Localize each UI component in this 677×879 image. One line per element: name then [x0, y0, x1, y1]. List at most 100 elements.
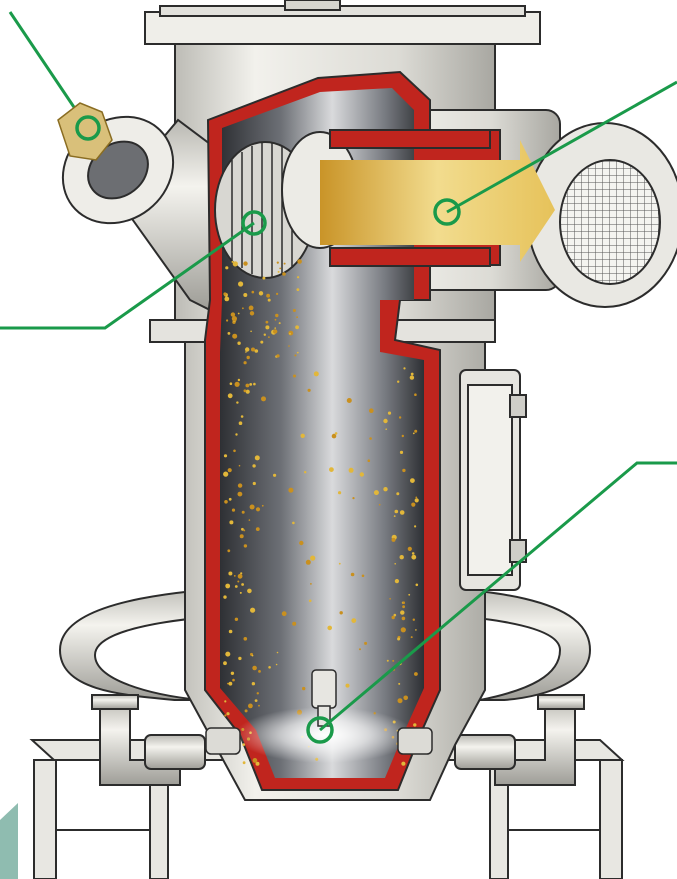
- feed-material-icon: [57, 102, 113, 161]
- powder-particle: [414, 525, 417, 528]
- powder-particle: [250, 330, 252, 333]
- powder-particle: [414, 429, 418, 433]
- powder-particle: [248, 519, 251, 521]
- powder-particle: [233, 575, 236, 577]
- powder-particle: [351, 618, 357, 623]
- powder-particle: [255, 761, 260, 766]
- callout-line-outlet: [446, 80, 677, 214]
- powder-particle: [249, 383, 253, 386]
- powder-particle: [242, 307, 244, 310]
- powder-particle: [401, 761, 406, 766]
- inspection-hatch: [459, 369, 527, 591]
- powder-particle: [233, 449, 236, 453]
- powder-particle: [234, 585, 238, 588]
- powder-particle: [387, 411, 392, 415]
- powder-particle: [243, 293, 248, 297]
- powder-particle: [327, 625, 333, 631]
- powder-particle: [410, 478, 415, 483]
- callout-markers[interactable]: [75, 115, 461, 744]
- powder-particle: [273, 329, 278, 334]
- powder-particle: [263, 333, 266, 336]
- powder-particle: [288, 345, 290, 347]
- powder-particle: [265, 320, 269, 324]
- powder-particle: [399, 555, 404, 560]
- powder-particle: [397, 637, 401, 641]
- material-feed-marker[interactable]: [75, 115, 101, 141]
- powder-particle: [403, 367, 406, 370]
- powder-particle: [261, 396, 266, 402]
- powder-particle: [248, 703, 253, 709]
- powder-particle: [391, 537, 396, 542]
- powder-particle: [237, 341, 241, 345]
- air-jet-marker[interactable]: [306, 716, 334, 744]
- powder-particle: [251, 682, 256, 686]
- powder-particle: [252, 464, 256, 468]
- powder-particle: [348, 467, 354, 473]
- powder-particle: [240, 415, 244, 418]
- powder-particle: [394, 563, 397, 565]
- powder-particle: [228, 571, 233, 576]
- powder-particle: [394, 509, 399, 514]
- powder-particle: [415, 629, 417, 631]
- classifier-marker[interactable]: [241, 210, 267, 236]
- powder-particle: [252, 481, 256, 486]
- top-cover: [144, 0, 541, 45]
- powder-particle: [245, 389, 250, 394]
- powder-particle: [251, 290, 255, 294]
- powder-particle: [243, 544, 248, 548]
- powder-particle: [227, 682, 229, 685]
- powder-particle: [383, 487, 388, 492]
- powder-particle: [288, 330, 294, 336]
- powder-particle: [373, 490, 379, 496]
- powder-particle: [345, 683, 350, 688]
- powder-particle: [237, 491, 243, 497]
- powder-particle: [243, 389, 247, 393]
- powder-particle: [413, 723, 417, 727]
- powder-particle: [415, 583, 419, 587]
- powder-particle: [276, 354, 280, 358]
- powder-particle: [244, 709, 248, 713]
- powder-particle: [243, 529, 246, 532]
- powder-particle: [238, 281, 244, 287]
- powder-particle: [397, 380, 400, 383]
- powder-particle: [243, 637, 248, 641]
- powder-particle: [278, 322, 281, 325]
- powder-particle: [401, 616, 406, 621]
- powder-particle: [268, 666, 271, 669]
- powder-particle: [223, 454, 228, 458]
- powder-particle: [282, 272, 286, 276]
- powder-particle: [248, 305, 254, 311]
- callout-line-classifier: [0, 221, 255, 330]
- powder-particle: [253, 382, 256, 386]
- powder-particle: [232, 678, 235, 682]
- powder-particle: [227, 393, 233, 399]
- powder-particle: [245, 347, 250, 352]
- product-discharge-marker[interactable]: [433, 198, 461, 226]
- powder-particle: [367, 459, 371, 463]
- powder-particle: [364, 641, 368, 645]
- powder-particle: [302, 686, 306, 691]
- powder-particle: [265, 325, 270, 330]
- powder-particle: [276, 292, 279, 295]
- powder-particle: [238, 464, 241, 467]
- powder-particle: [236, 401, 239, 404]
- powder-particle: [267, 298, 271, 302]
- powder-particle: [403, 695, 409, 701]
- powder-particle: [227, 549, 231, 553]
- powder-particle: [245, 351, 247, 353]
- powder-particle: [410, 372, 414, 376]
- powder-particle: [385, 428, 388, 431]
- powder-particle: [308, 599, 312, 603]
- powder-particle: [256, 692, 259, 695]
- powder-particle: [266, 293, 270, 298]
- powder-particle: [228, 629, 233, 634]
- powder-particle: [224, 500, 228, 504]
- callout-line-nozzles: [319, 461, 677, 732]
- powder-particle: [412, 618, 415, 621]
- powder-particle: [230, 312, 236, 317]
- powder-particle: [252, 665, 257, 671]
- powder-particle: [249, 504, 255, 510]
- powder-particle: [274, 318, 277, 321]
- powder-particle: [224, 714, 227, 717]
- powder-particle: [261, 504, 264, 507]
